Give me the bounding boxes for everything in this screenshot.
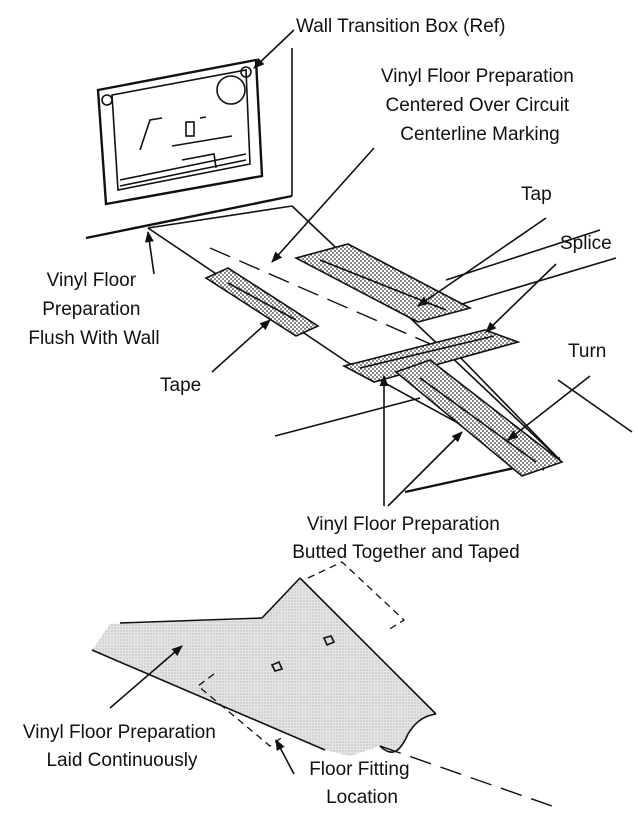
leader-lines <box>109 29 591 775</box>
label-splice: Splice <box>560 233 612 254</box>
floor-lines <box>209 229 633 494</box>
label-butted-together: Vinyl Floor Preparation Butted Together … <box>292 514 520 563</box>
label-laid-continuously: Vinyl Floor Preparation Laid Continuousl… <box>23 722 221 771</box>
label-flush-with-wall: Vinyl Floor Preparation Flush With Wall <box>28 270 159 349</box>
label-tape: Tape <box>160 375 201 396</box>
tape-tap <box>293 243 473 323</box>
tape-left <box>204 267 320 337</box>
tape-turn <box>394 359 564 477</box>
tape-splice <box>341 329 521 383</box>
label-wall-transition-box: Wall Transition Box (Ref) <box>296 16 505 37</box>
label-tap: Tap <box>521 184 552 205</box>
label-turn: Turn <box>568 341 606 362</box>
wall <box>85 48 293 240</box>
label-floor-fitting-location: Floor Fitting Location <box>309 759 415 808</box>
wall-transition-box <box>96 58 264 206</box>
floor-fitting-detail <box>91 561 553 807</box>
label-centered-over-centerline: Vinyl Floor Preparation Centered Over Ci… <box>381 66 579 145</box>
